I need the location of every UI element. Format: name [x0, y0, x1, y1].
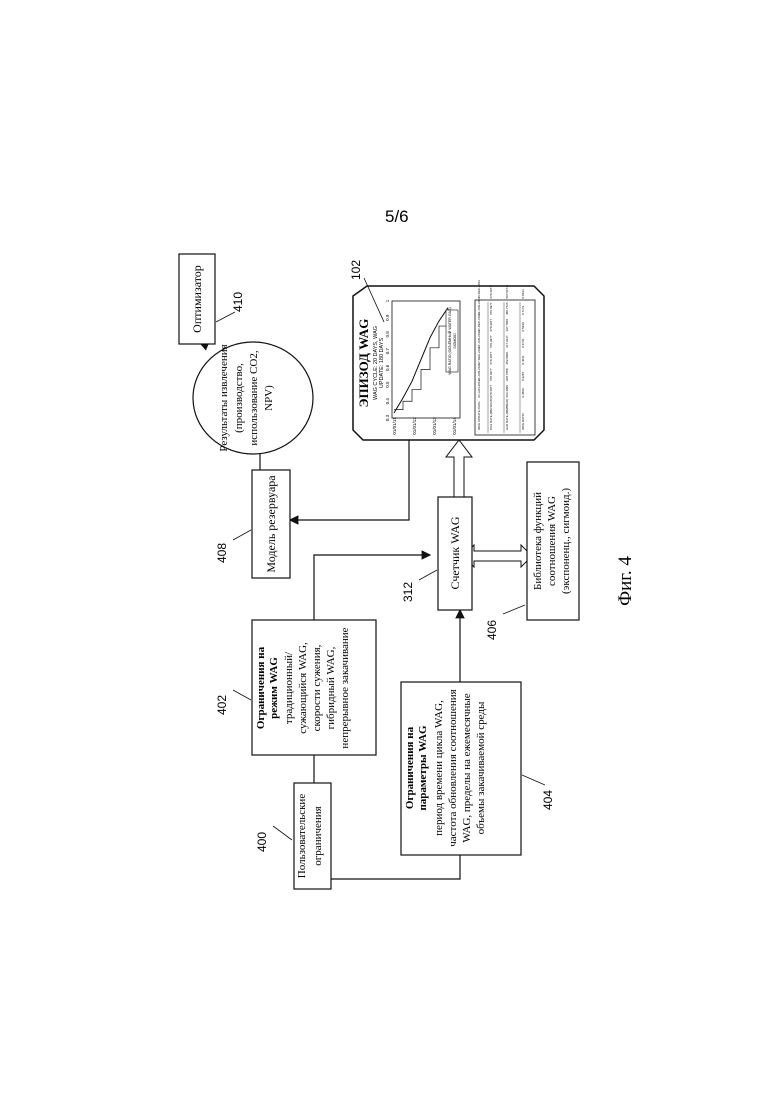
params-line: период времени цикла WAG,	[433, 700, 445, 836]
table-cell: 30-JUN-2011	[477, 363, 481, 381]
params-line: объемы закачиваемой среды	[475, 701, 487, 834]
user-label-line2: ограничения	[312, 806, 324, 865]
library-line: Библиотека функций	[532, 492, 544, 590]
table-header-cell: H2O RATE (MMBBL/D)	[505, 399, 509, 430]
y-tick-label: 0.9	[385, 314, 390, 321]
table-cell: 693.4095	[505, 385, 509, 398]
table-cell: 397.7868	[505, 319, 509, 332]
table-cell: 0.3287	[521, 371, 525, 381]
x-tick-label: 01/01/14	[452, 417, 457, 435]
table-cell: 0.3509	[521, 388, 525, 398]
block-optimizer: Оптимизатор 410	[179, 254, 245, 344]
mode-line: сужающийся WAG,	[297, 642, 309, 734]
mode-title-line1: Ограничения на	[255, 646, 267, 729]
table-cell: 16-DEC-2013	[477, 280, 481, 299]
table-cell: 670.4977	[489, 352, 493, 365]
y-tick-label: 0.6	[385, 364, 390, 371]
library-line: соотношения WAG	[546, 496, 558, 586]
table-cell: 670.4977	[489, 335, 493, 348]
params-line: частота обновления соотношения	[447, 689, 459, 847]
ref-402: 402	[215, 695, 229, 715]
counter-label: Счетчик WAG	[448, 516, 462, 589]
legend-entry: SIGMOID	[453, 333, 457, 349]
table-header-cell: CO2 RATE (MM SCF/D)	[489, 398, 493, 430]
mode-line: традиционный/	[283, 651, 295, 724]
x-tick-label: 01/01/13	[432, 417, 437, 435]
y-tick-label: 0.4	[385, 398, 390, 405]
y-tick-label: 0.5	[385, 381, 390, 388]
reservoir-label: Модель резервуара	[264, 475, 278, 573]
block-user-constraints: Пользовательские ограничения 400	[255, 783, 331, 889]
table-cell: 252.8000	[505, 352, 509, 365]
table-cell: 317.3237	[505, 335, 509, 348]
table-cell: 670.4977	[489, 385, 493, 398]
results-line: (производство,	[233, 363, 245, 433]
block-mode-constraints: Ограничения на режим WAG традиционный/ с…	[215, 620, 376, 755]
block-reservoir-model: Модель резервуара 408	[215, 470, 290, 578]
results-line: использование CO2,	[248, 350, 260, 445]
table-cell: 0.4011	[521, 355, 525, 364]
episode-panel: ЭПИЗОД WAG WAG CYCLE: 20 DAYS, WAG UPDAT…	[349, 260, 544, 440]
table-cell: 480.7726	[505, 302, 509, 315]
ref-400: 400	[255, 832, 269, 852]
mode-title-line2: режим WAG	[268, 657, 280, 719]
connector-episode-reservoir	[290, 430, 409, 520]
block-param-constraints: Ограничения на параметры WAG период врем…	[401, 682, 555, 855]
library-line: (экспоненц., сигмоид.)	[560, 488, 572, 594]
table-cell: 19-JUN-2013	[477, 297, 481, 315]
x-tick-label: 01/01/11	[392, 417, 397, 435]
table-cell: 0.4736	[521, 338, 525, 348]
ref-410: 410	[231, 292, 245, 312]
y-tick-label: 0.7	[385, 348, 390, 355]
figure-label: Фиг. 4	[615, 551, 645, 611]
ref-312: 312	[401, 582, 415, 602]
ref-408: 408	[215, 543, 229, 563]
hollow-arrow-counter-episode	[446, 440, 472, 497]
results-ellipse: Результаты извлечения (производство, исп…	[193, 342, 313, 454]
ref-404: 404	[541, 790, 555, 810]
params-line: WAG, пределы на ежемесячные	[461, 693, 473, 842]
params-title-line1: Ограничения на	[404, 726, 416, 809]
y-tick-label: 0.8	[385, 331, 390, 338]
connector-user-params	[331, 855, 460, 879]
mode-line: непрерывное закачивание	[339, 627, 351, 748]
table-cell: 670.4977	[489, 302, 493, 315]
episode-subtitle-line: UPDATE: 180 DAYS	[379, 338, 385, 389]
optimizer-label: Оптимизатор	[190, 265, 204, 333]
table-cell: 0.5939	[521, 322, 525, 332]
x-tick-label: 01/01/12	[412, 417, 417, 435]
y-tick-label: 0.3	[385, 414, 390, 421]
table-header-cell: WAG RATIO	[521, 413, 525, 430]
table-cell: 208.7688	[505, 368, 509, 381]
table-cell: 670.4977	[489, 286, 493, 299]
block-wag-counter: Счетчик WAG 312	[401, 497, 472, 610]
params-title-line2: параметры WAG	[417, 725, 429, 811]
ref-406: 406	[485, 620, 499, 640]
table-cell: 670.4977	[489, 368, 493, 381]
ref-102: 102	[349, 260, 363, 280]
results-line: NPV)	[263, 385, 275, 411]
table-cell: 567.0171	[505, 286, 509, 299]
table-cell: 24-JUN-2012	[477, 330, 481, 348]
table-cell: 0.7172	[521, 305, 525, 315]
user-label-line1: Пользовательские	[296, 794, 308, 879]
mode-line: гибридный WAG,	[325, 646, 337, 729]
double-arrow-counter-library	[463, 545, 532, 567]
table-cell: 0.8463	[521, 289, 525, 299]
legend-entry: WAG RATIO (ОБЪЁМНЫЙ WATER GAS)	[448, 307, 452, 374]
mode-line: скорости сужения,	[311, 644, 323, 731]
table-cell: 670.4977	[489, 319, 493, 332]
table-cell: 01-JAN-2011	[477, 380, 481, 398]
episode-title: ЭПИЗОД WAG	[356, 319, 371, 408]
table-header-cell: WAG UPDATE DATE	[477, 402, 481, 430]
results-line: Результаты извлечения	[218, 344, 230, 451]
